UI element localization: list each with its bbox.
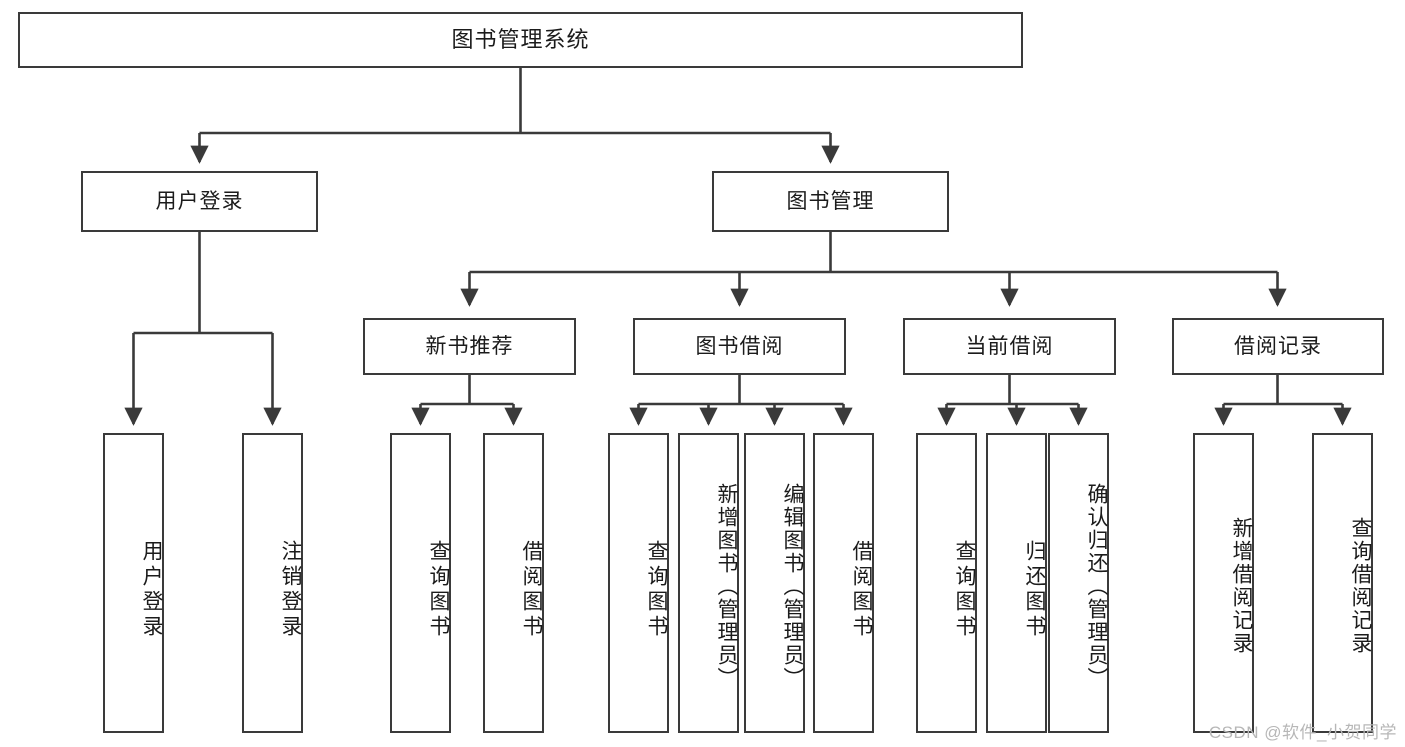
- node-book-borrow[interactable]: 图书借阅: [633, 318, 846, 375]
- leaf-user-login[interactable]: 用户登录: [103, 433, 164, 733]
- node-label: 查询借阅记录: [1349, 517, 1372, 655]
- node-book-management[interactable]: 图书管理: [712, 171, 949, 232]
- node-label: 用户登录: [155, 189, 244, 213]
- node-label: 归还图书: [1023, 540, 1046, 640]
- node-label: 新书推荐: [425, 334, 514, 358]
- leaf-query-book-borrow[interactable]: 查询图书: [608, 433, 669, 733]
- node-label: 查询图书: [645, 540, 668, 640]
- node-current-borrow[interactable]: 当前借阅: [903, 318, 1116, 375]
- node-label: 图书管理系统: [451, 26, 590, 52]
- watermark-text: CSDN @软件_小贺同学: [1208, 723, 1397, 742]
- node-label: 用户登录: [140, 540, 163, 640]
- node-borrow-record[interactable]: 借阅记录: [1172, 318, 1384, 375]
- node-label: 编辑图书（管理员）: [781, 482, 804, 690]
- leaf-query-book-recommend[interactable]: 查询图书: [390, 433, 451, 733]
- leaf-confirm-return-admin[interactable]: 确认归还（管理员）: [1048, 433, 1109, 733]
- node-label: 查询图书: [953, 540, 976, 640]
- leaf-borrow-book-recommend[interactable]: 借阅图书: [483, 433, 544, 733]
- leaf-logout[interactable]: 注销登录: [242, 433, 303, 733]
- node-label: 借阅图书: [520, 540, 543, 640]
- node-label: 图书借阅: [695, 334, 784, 358]
- leaf-add-borrow-record[interactable]: 新增借阅记录: [1193, 433, 1254, 733]
- leaf-add-book-admin[interactable]: 新增图书（管理员）: [678, 433, 739, 733]
- leaf-query-borrow-record[interactable]: 查询借阅记录: [1312, 433, 1373, 733]
- node-label: 当前借阅: [965, 334, 1054, 358]
- node-label: 查询图书: [427, 540, 450, 640]
- node-label: 借阅图书: [850, 540, 873, 640]
- node-label: 图书管理: [786, 189, 875, 213]
- node-label: 确认归还（管理员）: [1085, 482, 1108, 690]
- node-label: 新增借阅记录: [1230, 517, 1253, 655]
- node-user-login[interactable]: 用户登录: [81, 171, 318, 232]
- leaf-query-book-current[interactable]: 查询图书: [916, 433, 977, 733]
- node-label: 注销登录: [279, 540, 302, 640]
- node-root-system[interactable]: 图书管理系统: [18, 12, 1023, 68]
- node-label: 借阅记录: [1234, 334, 1322, 358]
- leaf-edit-book-admin[interactable]: 编辑图书（管理员）: [744, 433, 805, 733]
- leaf-return-book[interactable]: 归还图书: [986, 433, 1047, 733]
- node-new-book-recommend[interactable]: 新书推荐: [363, 318, 576, 375]
- node-label: 新增图书（管理员）: [715, 482, 738, 690]
- leaf-borrow-book[interactable]: 借阅图书: [813, 433, 874, 733]
